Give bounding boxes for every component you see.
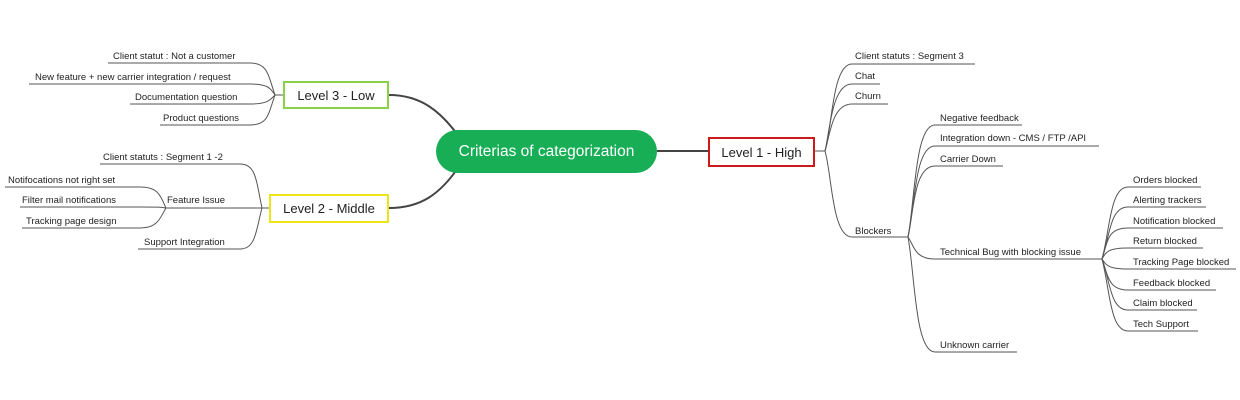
leaf-churn[interactable]: Churn bbox=[855, 91, 881, 102]
leaf-new-feature-request[interactable]: New feature + new carrier integration / … bbox=[35, 72, 231, 83]
leaf-notifications-not-right-set[interactable]: Notifocations not right set bbox=[8, 175, 116, 186]
root-node-label: Criterias of categorization bbox=[458, 142, 635, 160]
leaf-filter-mail-notifications[interactable]: Filter mail notifications bbox=[22, 195, 116, 206]
leaf-client-statuts-segment-1-2[interactable]: Client statuts : Segment 1 -2 bbox=[103, 152, 223, 163]
leaf-tracking-page-design[interactable]: Tracking page design bbox=[26, 216, 117, 227]
connector-root-mid bbox=[388, 164, 461, 209]
leaf-return-blocked[interactable]: Return blocked bbox=[1133, 236, 1197, 247]
level-2-middle-label: Level 2 - Middle bbox=[283, 201, 375, 216]
leaf-client-statut-not-customer[interactable]: Client statut : Not a customer bbox=[113, 51, 236, 62]
level-3-low-label: Level 3 - Low bbox=[297, 87, 375, 103]
leaf-feedback-blocked[interactable]: Feedback blocked bbox=[1133, 278, 1211, 289]
level-1-high-label: Level 1 - High bbox=[721, 144, 802, 160]
root-node[interactable]: Criterias of categorization bbox=[436, 130, 657, 173]
leaf-orders-blocked[interactable]: Orders blocked bbox=[1133, 175, 1198, 186]
leaf-tracking-page-blocked[interactable]: Tracking Page blocked bbox=[1133, 257, 1230, 268]
leaf-negative-feedback[interactable]: Negative feedback bbox=[940, 113, 1019, 124]
leaf-feature-issue[interactable]: Feature Issue bbox=[167, 195, 226, 206]
leaf-chat[interactable]: Chat bbox=[855, 71, 876, 82]
leaf-claim-blocked[interactable]: Claim blocked bbox=[1133, 298, 1193, 309]
leaf-notification-blocked[interactable]: Notification blocked bbox=[1133, 216, 1216, 227]
leaf-client-status-segment-3[interactable]: Client statuts : Segment 3 bbox=[855, 51, 964, 62]
leaf-tech-support[interactable]: Tech Support bbox=[1133, 319, 1189, 330]
leaf-carrier-down[interactable]: Carrier Down bbox=[940, 154, 996, 165]
leaf-documentation-question[interactable]: Documentation question bbox=[135, 92, 238, 103]
connector-root-low bbox=[388, 94, 461, 139]
leaf-product-questions[interactable]: Product questions bbox=[163, 113, 240, 124]
level-2-middle-node[interactable]: Level 2 - Middle bbox=[269, 194, 389, 223]
leaf-alerting-trackers[interactable]: Alerting trackers bbox=[1133, 195, 1202, 206]
leaf-unknown-carrier[interactable]: Unknown carrier bbox=[940, 340, 1010, 351]
leaf-blockers[interactable]: Blockers bbox=[855, 226, 892, 237]
level-1-high-node[interactable]: Level 1 - High bbox=[708, 137, 815, 167]
leaf-technical-bug[interactable]: Technical Bug with blocking issue bbox=[940, 247, 1081, 258]
level-3-low-node[interactable]: Level 3 - Low bbox=[283, 81, 389, 109]
leaf-integration-down[interactable]: Integration down - CMS / FTP /API bbox=[940, 133, 1087, 144]
leaf-support-integration[interactable]: Support Integration bbox=[144, 237, 225, 248]
